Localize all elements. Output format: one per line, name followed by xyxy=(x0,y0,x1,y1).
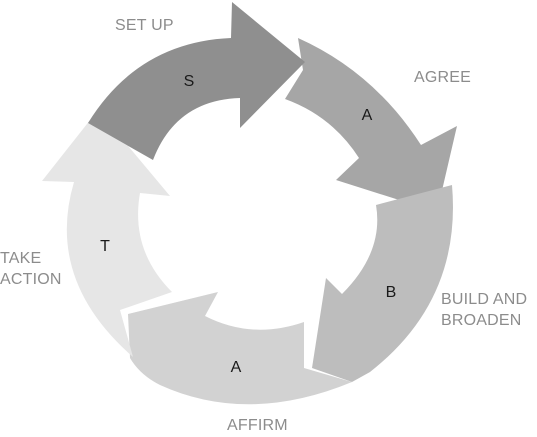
arrow-setup xyxy=(88,2,305,160)
label-build: BUILD AND BROADEN xyxy=(441,291,528,329)
letter-take: T xyxy=(100,238,110,255)
arrow-agree xyxy=(285,38,457,212)
label-setup: SET UP xyxy=(115,17,174,34)
label-take: TAKE ACTION xyxy=(0,250,62,288)
letter-agree: A xyxy=(362,107,373,124)
arrow-affirm xyxy=(128,292,352,405)
letter-build: B xyxy=(386,284,397,301)
letter-affirm: A xyxy=(231,359,242,376)
arrow-take xyxy=(42,110,172,357)
arrow-build xyxy=(312,185,453,382)
label-affirm: AFFIRM xyxy=(227,417,288,434)
letter-setup: S xyxy=(184,73,195,90)
label-agree: AGREE xyxy=(414,69,472,86)
